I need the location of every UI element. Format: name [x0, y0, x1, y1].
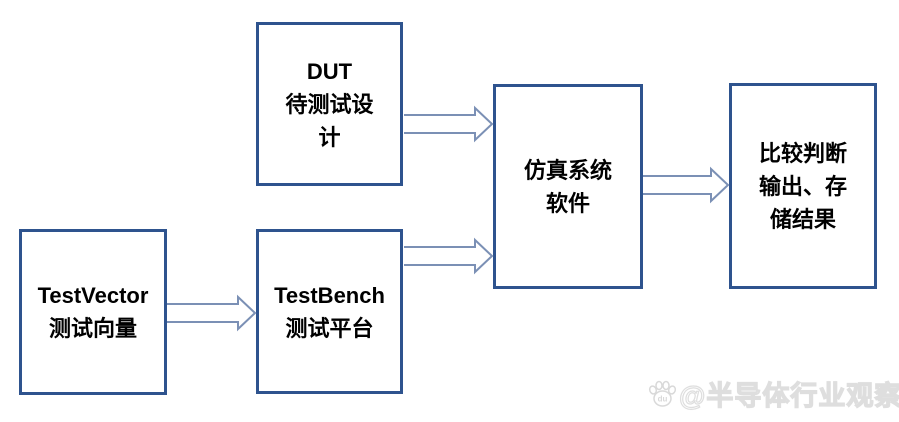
node-simulator-label: 仿真系统 软件	[523, 157, 612, 216]
baidu-paw-icon: du	[648, 380, 676, 407]
node-compare-store-label: 比较判断 输出、存 储结果	[758, 140, 847, 232]
node-dut-label: DUT 待测试设 计	[285, 58, 374, 150]
node-test-bench: TestBench 测试平台	[256, 229, 403, 394]
node-dut: DUT 待测试设 计	[256, 22, 403, 186]
watermark: du @半导体行业观察_	[648, 374, 899, 413]
arrow-testbench-to-simulator-icon	[404, 237, 494, 275]
arrow-dut-to-simulator-icon	[404, 105, 494, 143]
baidu-paw-du-text: du	[658, 394, 668, 403]
node-test-vector: TestVector 测试向量	[19, 229, 167, 395]
node-simulator: 仿真系统 软件	[493, 84, 643, 289]
arrow-testvector-to-testbench-icon	[167, 294, 257, 332]
watermark-text: @半导体行业观察_	[678, 380, 899, 411]
node-compare-store: 比较判断 输出、存 储结果	[729, 83, 877, 289]
node-test-bench-label: TestBench 测试平台	[274, 282, 385, 341]
arrow-simulator-to-compare-icon	[643, 166, 730, 204]
node-test-vector-label: TestVector 测试向量	[37, 283, 149, 341]
